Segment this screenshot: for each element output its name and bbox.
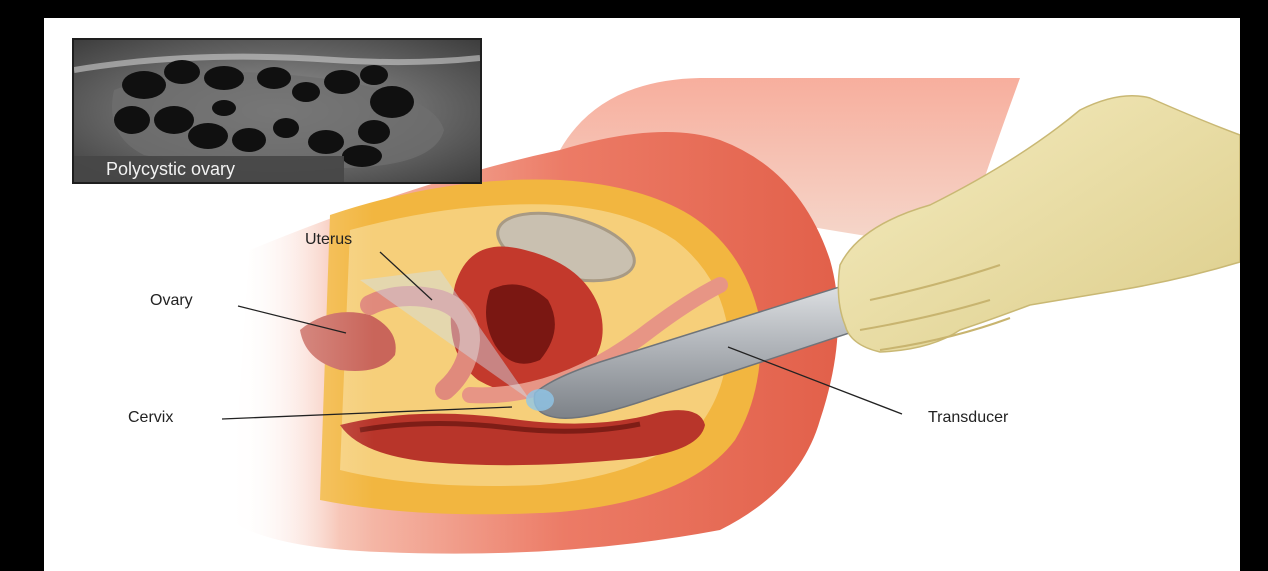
cervix-label: Cervix: [128, 409, 173, 427]
ovary-label: Ovary: [150, 292, 193, 310]
transducer-label: Transducer: [928, 409, 1008, 427]
transducer-tip: [526, 389, 554, 411]
uterus-label: Uterus: [305, 231, 352, 249]
ultrasound-inset: Polycystic ovary: [72, 38, 482, 184]
inset-caption: Polycystic ovary: [74, 156, 344, 182]
